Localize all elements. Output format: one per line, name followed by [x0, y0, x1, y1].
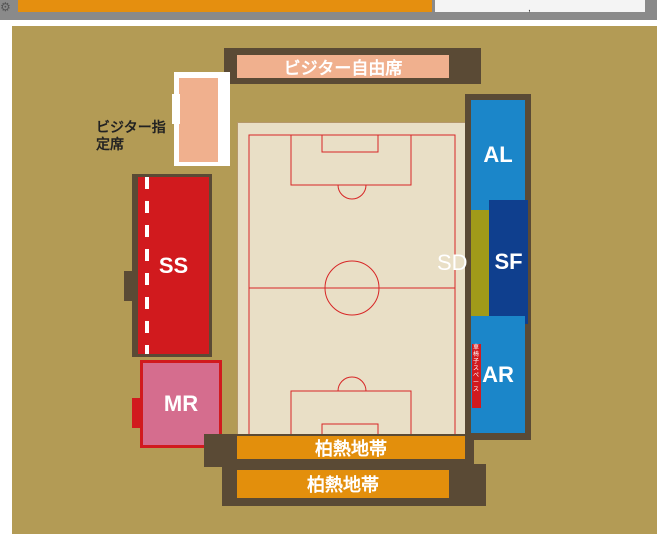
sd-section[interactable] [471, 210, 489, 316]
visitor-reserved-label: ビジター指定席 [96, 119, 166, 152]
ss-label: SS [158, 252, 189, 278]
sf-label: SF [494, 249, 523, 274]
mr-label: MR [163, 391, 199, 416]
wheelchair-label: 車椅子スペース [473, 345, 480, 393]
stadium-map: ビジター自由席 ビジター指定席 SS MR [12, 26, 657, 534]
gear-icon: ⚙ [0, 0, 11, 14]
sd-label: SD [437, 250, 468, 275]
visitor-reserved-section[interactable] [179, 78, 218, 162]
field-lines [248, 134, 456, 442]
visitor-free-label: ビジター自由席 [283, 59, 403, 78]
kashiwa-upper-section[interactable]: 柏熱地帯 [237, 436, 465, 459]
ss-side-step [124, 271, 140, 301]
kashiwa-upper-label: 柏熱地帯 [315, 438, 387, 459]
kashiwa-lower-section[interactable]: 柏熱地帯 [237, 470, 449, 498]
top-mark: , [528, 3, 531, 14]
top-white-box [435, 0, 645, 12]
soccer-field [237, 122, 467, 454]
ss-dashed-edge [145, 177, 149, 354]
visitor-free-section[interactable]: ビジター自由席 [237, 55, 449, 78]
al-section[interactable]: AL [471, 100, 525, 210]
mr-side-step [132, 398, 142, 428]
ar-label: AR [482, 361, 514, 387]
top-orange-bar [18, 0, 432, 12]
al-label: AL [483, 142, 513, 167]
visitor-reserved-notch [172, 94, 180, 124]
mr-section[interactable]: MR [143, 363, 219, 445]
top-strip: ⚙ , [0, 0, 657, 20]
wheelchair-space [472, 344, 481, 408]
kashiwa-lower-label: 柏熱地帯 [307, 475, 379, 495]
sf-section[interactable]: SF [489, 200, 528, 324]
ss-section[interactable]: SS [138, 177, 209, 354]
